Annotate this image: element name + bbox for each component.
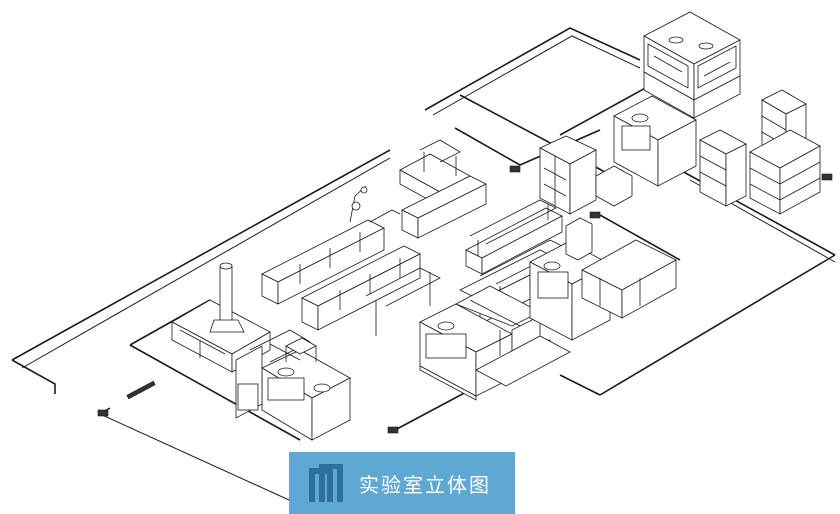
pm-logo-icon (309, 464, 343, 502)
outer-walls (11, 27, 836, 514)
front-fume-hoods (235, 329, 351, 441)
upper-center-benches (369, 139, 487, 239)
banner-title: 实验室立体图 (359, 472, 491, 497)
storage-cabinets (539, 135, 633, 215)
shelving-units (699, 89, 821, 215)
corner-equipment (285, 337, 317, 362)
center-island-benches (261, 185, 441, 336)
upper-right-fume-hoods (613, 11, 741, 187)
right-side-hoods (529, 217, 677, 341)
title-banner: 实验室立体图 (289, 452, 515, 514)
lower-center-fume-hoods (419, 285, 571, 401)
